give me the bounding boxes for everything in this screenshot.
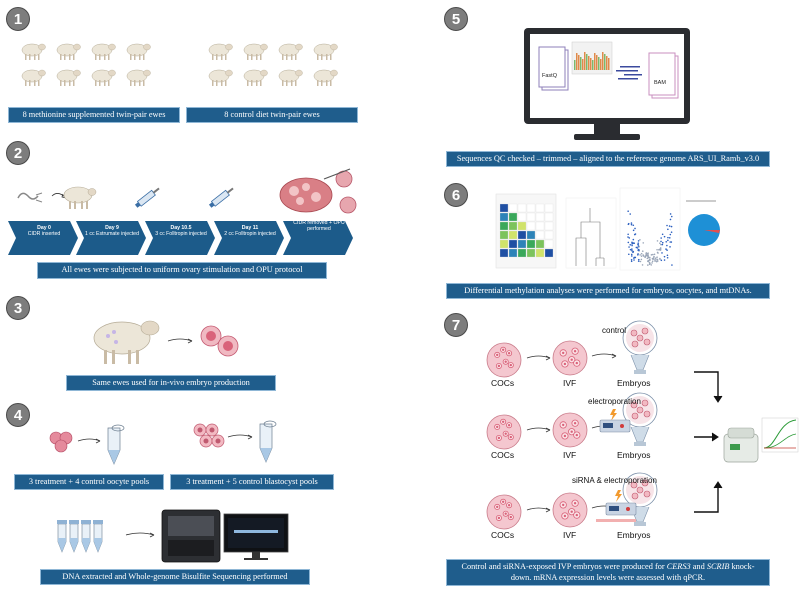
step-4-badge: 4 (6, 403, 30, 427)
fastq-label: FastQ (542, 73, 557, 79)
sheep-group-control (208, 43, 338, 86)
arrow-sequencing (125, 532, 155, 538)
step7-treatment-label-1: electroporation (588, 397, 641, 406)
step7-treatment-label-2: siRNA & electroporation (572, 476, 657, 485)
step-7-badge: 7 (444, 313, 468, 337)
computer-monitor-icon (524, 28, 690, 140)
step7-ivf-label-0: IVF (563, 378, 577, 388)
arrow-blastocyst (227, 434, 253, 440)
blastocyst-cluster-icon (193, 423, 225, 448)
caption-stimulation-protocol: All ewes were subjected to uniform ovary… (37, 262, 327, 279)
step7-cocs-label-2: COCs (491, 530, 515, 540)
caption-blastocyst-pools: 3 treatment + 5 control blastocyst pools (170, 474, 334, 490)
timeline-text-0: CIDR inserted (27, 231, 61, 238)
step7-ivf-label-2: IVF (563, 530, 577, 540)
qpcr-machine-icon (723, 417, 799, 463)
embryos-icon-step3 (200, 325, 239, 357)
step-3-badge: 3 (6, 296, 30, 320)
oocyte-cluster-icon (49, 431, 73, 453)
step7-embryos-label-2: Embryos (617, 530, 651, 540)
timeline-text-4: CIDR removed + OPU performed (293, 220, 345, 233)
caption-oocyte-pools: 3 treatment + 4 control oocyte pools (14, 474, 164, 490)
step7-treatment-label-0: control (602, 326, 627, 335)
timeline-text-3: 2 cc Folltropin injected (224, 231, 276, 238)
volcano-plot-icon (619, 187, 681, 271)
timeline-day-4: Day 12 (310, 214, 328, 220)
sample-tubes-icon (57, 520, 103, 553)
timeline-day-3: Day 11 (241, 225, 259, 231)
syringe-icon-day10 (208, 187, 234, 208)
step7-cocs-label-0: COCs (491, 378, 515, 388)
timeline-day-1: Day 9 (105, 225, 119, 231)
bam-label: BAM (654, 80, 666, 86)
step7-cocs-label-1: COCs (491, 450, 515, 460)
step-2-badge: 2 (6, 141, 30, 165)
pie-chart-icon (686, 200, 720, 246)
correlation-heatmap-icon (495, 193, 557, 269)
caption-sirna-line1: Control and siRNA-exposed IVP embryos we… (461, 562, 755, 572)
tube-icon-blastocyst (259, 420, 277, 463)
timeline-text-2: 3 cc Folltropin injected (155, 231, 207, 238)
caption-in-vivo-embryo: Same ewes used for in-vivo embryo produc… (66, 375, 276, 391)
syringe-icon-day9 (134, 187, 160, 208)
caption-methionine-ewes: 8 methionine supplemented twin-pair ewes (8, 107, 180, 123)
step-6-badge: 6 (444, 183, 468, 207)
arrow-oocyte (77, 438, 101, 444)
sheep-group-methionine (21, 43, 151, 86)
step-1-badge: 1 (6, 7, 30, 31)
timeline-text-1: 1 cc Estrumate injected (85, 231, 139, 238)
timeline-day-2: Day 10.5 (170, 225, 192, 231)
dendrogram-icon (565, 197, 617, 269)
ewe-with-embryos-icon (93, 320, 160, 364)
caption-differential-methylation: Differential methylation analyses were p… (446, 283, 770, 299)
step7-ivf-label-1: IVF (563, 450, 577, 460)
sequencer-machine-icon (161, 509, 289, 563)
arrow-step3 (167, 338, 193, 344)
caption-sequence-qc: Sequences QC checked – trimmed – aligned… (446, 151, 770, 167)
ewe-icon-stimulation (63, 186, 97, 209)
caption-sirna-knockdown: Control and siRNA-exposed IVP embryos we… (446, 559, 770, 586)
ovary-with-follicles-icon (279, 168, 357, 214)
tube-icon-oocyte (107, 424, 125, 465)
step-5-badge: 5 (444, 7, 468, 31)
caption-sirna-line2: down. mRNA expression levels were assess… (510, 572, 706, 582)
step7-embryos-label-0: Embryos (617, 378, 651, 388)
timeline-day-0: Day 0 (37, 225, 51, 231)
caption-wgbs: DNA extracted and Whole-genome Bisulfite… (40, 569, 310, 585)
step7-embryos-label-1: Embryos (617, 450, 651, 460)
caption-control-ewes: 8 control diet twin-pair ewes (186, 107, 358, 123)
